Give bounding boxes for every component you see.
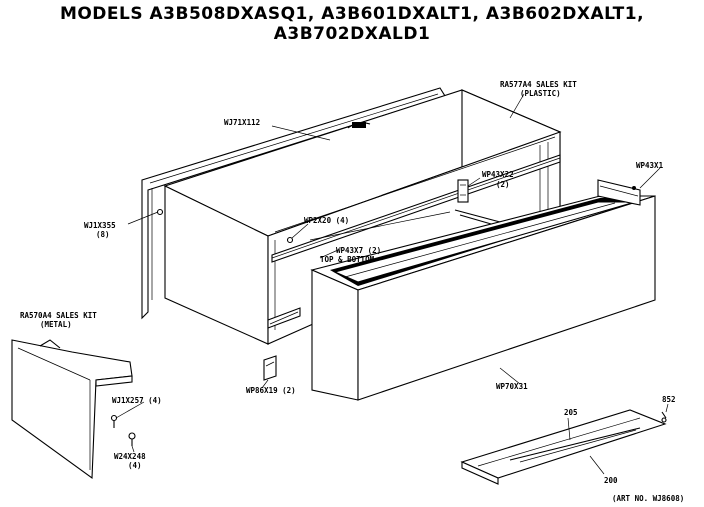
label-ra570a4-sub: (METAL) [40,320,72,329]
label-wp2x20: WP2X20 (4) [304,216,350,225]
side-flap-wp43x1 [597,179,641,206]
label-205: 205 [564,408,578,417]
label-wp43x7-sub: TOP & BOTTOM [320,255,375,264]
label-wj1x257: WJ1X257 (4) [112,396,162,405]
label-art-no: (ART NO. WJ8608) [612,494,685,503]
seal-strips [267,154,561,329]
bracket-wp43x22 [457,179,469,203]
label-w24x248-qty: (4) [128,461,142,470]
leader-lines [115,93,669,475]
front-trim-panel [310,195,656,401]
label-ra577a4-sub: (PLASTIC) [520,89,561,98]
label-wp43x22-qty: (2) [496,180,510,189]
label-wp43x7: WP43X7 (2) [336,246,382,255]
label-852: 852 [662,395,676,404]
label-wp43x22: WP43X22 [482,170,514,179]
screw-hardware [110,208,667,446]
label-wj1x355: WJ1X355 [84,221,116,230]
label-wp70x31: WP70X31 [496,382,528,391]
clip-wp86x19 [263,355,277,381]
label-w24x248: W24X248 [114,452,146,461]
label-ra570a4: RA570A4 SALES KIT [20,311,97,320]
top-handle [347,122,371,129]
diagram-title-line1: MODELS A3B508DXASQ1, A3B601DXALT1, A3B60… [59,4,645,24]
drain-tray [460,409,667,485]
label-wp43x1: WP43X1 [636,161,664,170]
label-ra577a4: RA577A4 SALES KIT [500,80,577,89]
rear-grille-plate [141,87,446,320]
label-wj71x112: WJ71X112 [224,118,261,127]
label-wj1x355-qty: (8) [96,230,110,239]
label-wp86x19: WP86X19 (2) [246,386,296,395]
label-200: 200 [604,476,618,485]
metal-side-kit [11,339,133,480]
diagram-title-line2: A3B702DXALD1 [273,24,431,44]
